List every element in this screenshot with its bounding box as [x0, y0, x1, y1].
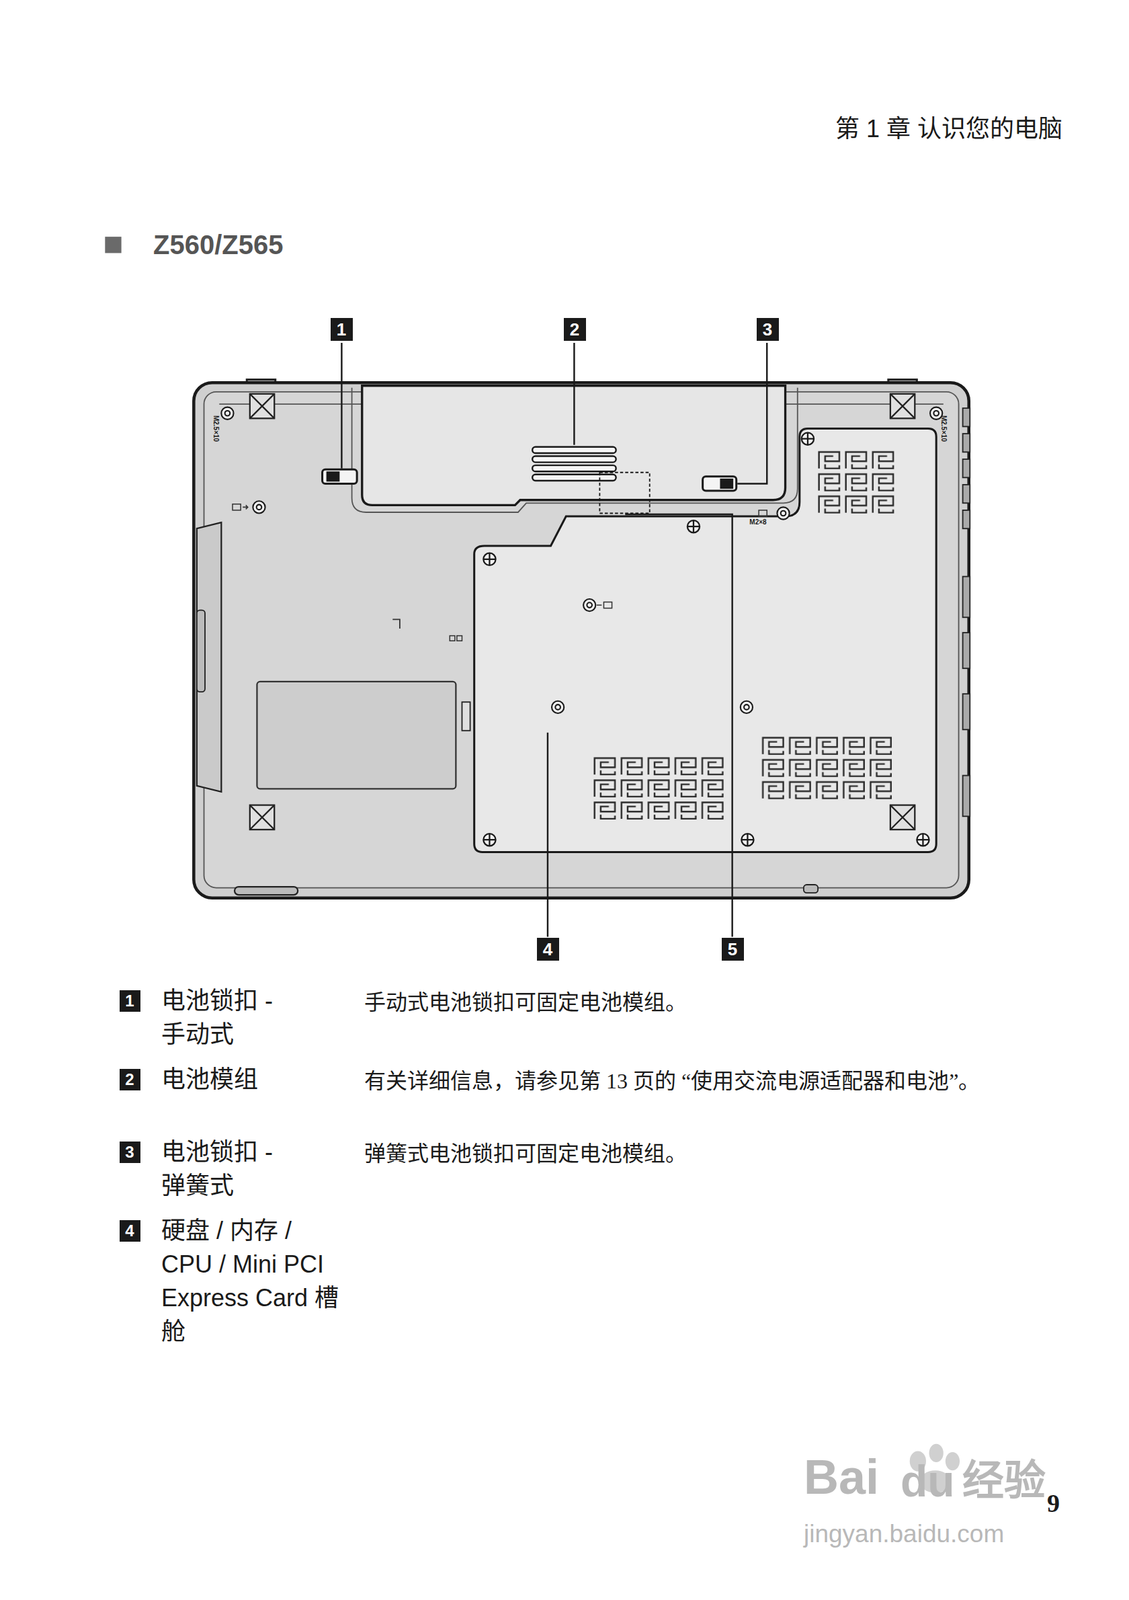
chapter-header: 第 1 章 认识您的电脑	[835, 112, 1063, 145]
callout-number: 2	[563, 317, 587, 341]
part-name: 电池锁扣 - 弹簧式	[161, 1135, 289, 1203]
watermark: jingyan.baidu.com	[803, 1517, 1005, 1550]
section-title: Z560/Z565	[153, 227, 283, 263]
callout-number: 3	[756, 317, 779, 341]
callout-number: 3	[119, 1141, 141, 1163]
screw-spec: M2.5×10	[211, 414, 221, 441]
part-description: 手动式电池锁扣可固定电池模组。	[364, 986, 1015, 1018]
callout-number: 2	[119, 1068, 141, 1091]
screw-spec: M2×8	[749, 517, 767, 527]
part-description: 弹簧式电池锁扣可固定电池模组。	[364, 1137, 1015, 1169]
callout-number-text: 5	[727, 940, 738, 958]
callout-number-text: 2	[124, 1071, 134, 1088]
callout-number-text: 1	[124, 992, 134, 1009]
part-name: 电池锁扣 - 手动式	[161, 983, 289, 1052]
callout-number-text: 4	[124, 1222, 134, 1239]
part-name: 电池模组	[161, 1062, 340, 1097]
callout-number: 1	[330, 317, 353, 341]
watermark: du	[900, 1451, 955, 1510]
callout-number: 4	[536, 937, 560, 961]
callout-number: 5	[721, 937, 744, 961]
part-description: 有关详细信息，请参见第 13 页的 “使用交流电源适配器和电池”。	[364, 1065, 1015, 1097]
watermark: Bai	[803, 1444, 880, 1509]
callout-number: 1	[119, 989, 141, 1012]
watermark: 经验	[962, 1452, 1046, 1508]
callout-number-text: 3	[124, 1143, 134, 1160]
callout-number-text: 1	[336, 320, 347, 339]
callout-number-text: 4	[542, 940, 553, 958]
part-name: 硬盘 / 内存 / CPU / Mini PCI Express Card 槽舱	[161, 1213, 340, 1349]
callout-number: 4	[119, 1219, 141, 1242]
callout-number-text: 2	[569, 320, 580, 339]
callout-number-text: 3	[762, 320, 773, 339]
page-number: 9	[1047, 1486, 1060, 1520]
screw-spec: M2.5×10	[939, 414, 949, 441]
